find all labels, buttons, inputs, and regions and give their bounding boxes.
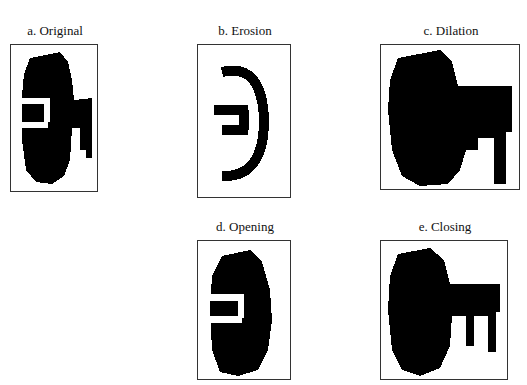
caption-holder: a. Original bbox=[25, 21, 85, 39]
erosion-shape bbox=[214, 71, 264, 177]
image-frame: d. Opening bbox=[197, 240, 291, 380]
image-frame: e. Closing bbox=[380, 240, 508, 380]
image-frame: c. Dilation bbox=[380, 44, 520, 190]
opening-shape bbox=[210, 250, 272, 376]
image-frame: b. Erosion bbox=[197, 44, 291, 198]
closing-shape bbox=[388, 248, 500, 376]
caption-holder: d. Opening bbox=[214, 217, 276, 235]
panel-caption: c. Dilation bbox=[422, 23, 481, 38]
image-frame: a. Original bbox=[10, 44, 98, 192]
dilation-shape bbox=[388, 50, 512, 186]
panel-caption: a. Original bbox=[25, 23, 85, 38]
caption-holder: b. Erosion bbox=[216, 21, 273, 39]
panel-caption: e. Closing bbox=[417, 219, 474, 234]
caption-holder: c. Dilation bbox=[422, 21, 481, 39]
panel-caption: b. Erosion bbox=[216, 23, 273, 38]
caption-holder: e. Closing bbox=[417, 217, 474, 235]
panel-caption: d. Opening bbox=[214, 219, 276, 234]
original-shape bbox=[22, 52, 92, 184]
